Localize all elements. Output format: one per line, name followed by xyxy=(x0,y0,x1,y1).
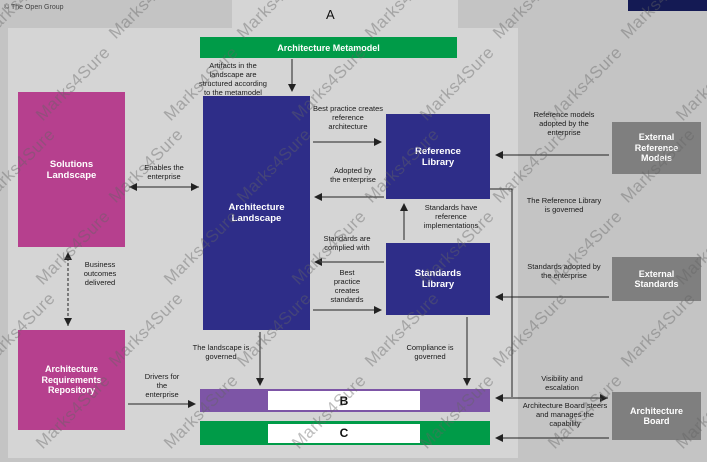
box-architecture-requirements-repository-label: Architecture Requirements Repository xyxy=(41,364,102,396)
box-architecture-board-label: Architecture Board xyxy=(629,405,683,427)
label-drivers: Drivers for the enterprise xyxy=(144,372,180,399)
box-architecture-requirements-repository: Architecture Requirements Repository xyxy=(18,330,125,430)
box-architecture-landscape-label: Architecture Landscape xyxy=(228,202,285,224)
label-enables: Enables the enterprise xyxy=(144,163,184,181)
label-standards-complied: Standards are complied with xyxy=(323,234,371,252)
label-artifacts: Artifacts in the landscape are structure… xyxy=(199,61,267,97)
box-reference-library-label: Reference Library xyxy=(415,145,461,168)
box-standards-library: Standards Library xyxy=(386,243,490,315)
box-external-standards: External Standards xyxy=(612,257,701,301)
label-best-practice-std: Best practice creates standards xyxy=(330,268,364,304)
placeholder-c: C xyxy=(268,423,420,443)
placeholder-b: B xyxy=(268,391,420,410)
label-best-practice-ref: Best practice creates reference architec… xyxy=(312,104,384,131)
diagram-panel-top-tab xyxy=(232,0,458,30)
box-solutions-landscape: Solutions Landscape xyxy=(18,92,125,247)
bar-b: B xyxy=(200,389,490,412)
top-right-dark-bar xyxy=(628,0,707,11)
box-external-reference-models-label: External Reference Models xyxy=(634,132,679,164)
box-solutions-landscape-label: Solutions Landscape xyxy=(46,158,97,181)
watermark-text: Marks4Sure xyxy=(672,42,707,125)
label-adopted: Adopted by the enterprise xyxy=(330,166,376,184)
label-ref-models-adopted: Reference models adopted by the enterpri… xyxy=(533,110,595,137)
watermark-text: Marks4Sure xyxy=(617,288,699,371)
bar-c: C xyxy=(200,421,490,445)
label-ref-library-governed: The Reference Library is governed xyxy=(526,196,602,214)
label-business-outcomes: Business outcomes delivered xyxy=(83,260,117,287)
box-standards-library-label: Standards Library xyxy=(414,268,462,290)
label-standards-ref-impl: Standards have reference implementations xyxy=(423,203,479,230)
box-external-reference-models: External Reference Models xyxy=(612,122,701,174)
box-external-standards-label: External Standards xyxy=(634,268,679,290)
copyright-notice: © The Open Group xyxy=(4,4,64,11)
box-reference-library: Reference Library xyxy=(386,114,490,199)
box-architecture-landscape: Architecture Landscape xyxy=(203,96,310,330)
placeholder-a: A xyxy=(326,7,335,22)
box-architecture-board: Architecture Board xyxy=(612,392,701,440)
label-compliance-governed: Compliance is governed xyxy=(406,343,454,361)
label-board-steers: Architecture Board steers and manages th… xyxy=(522,401,608,428)
label-visibility: Visibility and escalation xyxy=(541,374,583,392)
box-architecture-metamodel: Architecture Metamodel xyxy=(200,37,457,58)
box-architecture-metamodel-label: Architecture Metamodel xyxy=(277,42,380,53)
label-standards-adopted: Standards adopted by the enterprise xyxy=(527,262,601,280)
label-landscape-governed: The landscape is governed xyxy=(192,343,250,361)
